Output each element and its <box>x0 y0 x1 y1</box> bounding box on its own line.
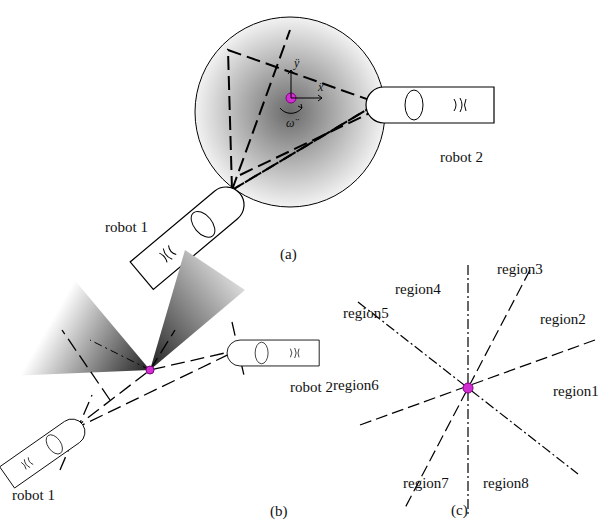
axis-label: ẍ <box>318 81 323 93</box>
robot-label: robot 2 <box>440 150 483 165</box>
panel-label: (b) <box>270 504 288 519</box>
region-label: region8 <box>483 476 529 491</box>
axis-label: ÿ <box>294 57 299 69</box>
region-label: region2 <box>540 312 586 327</box>
panel-label: (a) <box>280 247 297 262</box>
region-label: region6 <box>333 378 379 393</box>
region-label: region1 <box>553 384 599 399</box>
region-label: region3 <box>497 262 543 277</box>
robot-label: robot 1 <box>105 220 148 235</box>
panel-label: (c) <box>451 503 468 518</box>
robot-label: robot 1 <box>12 488 55 503</box>
robot-label: robot 2 <box>290 380 333 395</box>
axis-label: ω̈ <box>286 117 294 129</box>
region-label: region5 <box>343 306 389 321</box>
region-label: region7 <box>403 476 449 491</box>
region-label: region4 <box>395 282 441 297</box>
